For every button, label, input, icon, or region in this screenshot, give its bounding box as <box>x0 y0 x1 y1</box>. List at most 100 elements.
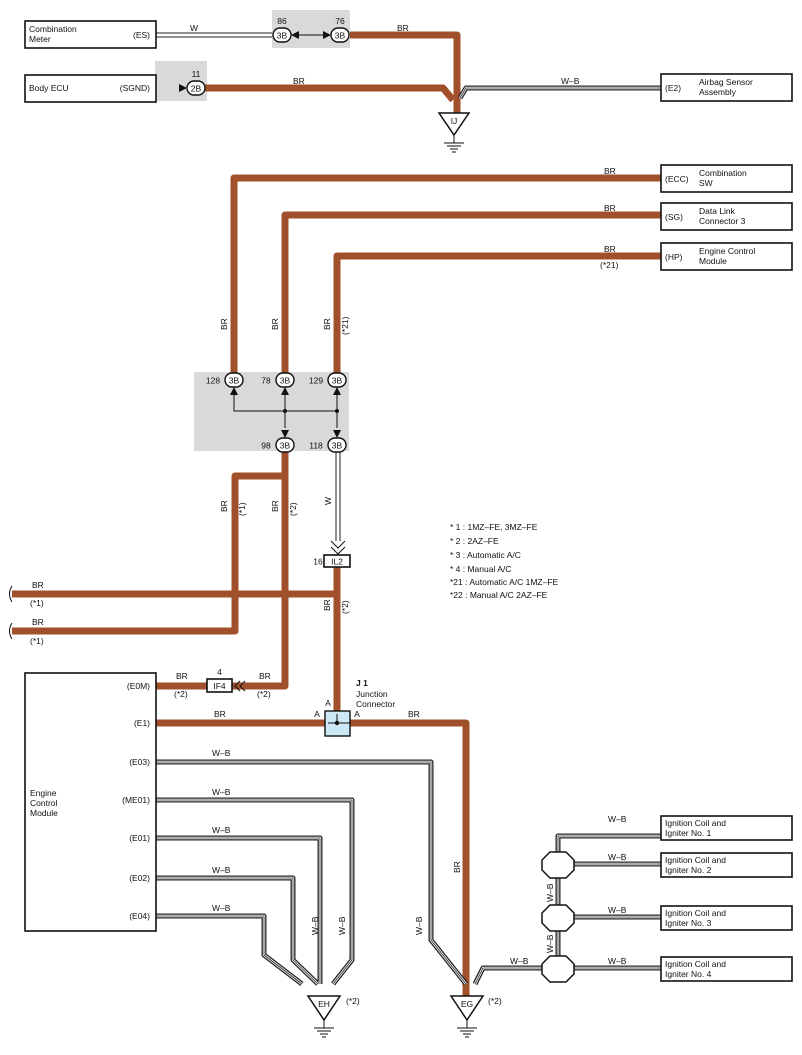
connector-129-pin: 129 <box>309 376 323 386</box>
ecm-top-box <box>660 242 793 271</box>
ecm-main-name-3: Module <box>30 808 58 818</box>
svg-text:W–B: W–B <box>545 934 555 953</box>
ecm-terminal-e03: (E03) <box>129 757 150 767</box>
connector-if4-pin: 4 <box>217 667 222 677</box>
wire-wb <box>154 914 303 985</box>
svg-text:(*21): (*21) <box>340 316 350 335</box>
ecm-top-note: (*21) <box>600 260 619 270</box>
connector-86-pin: 86 <box>277 16 287 26</box>
body-ecu-name: Body ECU <box>29 83 69 93</box>
svg-text:BR: BR <box>214 709 226 719</box>
connector-128-pin: 128 <box>206 376 220 386</box>
ignition-coil-2-box <box>660 852 793 878</box>
wire-br-ecc <box>230 174 661 376</box>
splice-points <box>541 851 575 983</box>
combination-sw-terminal: (ECC) <box>665 174 689 184</box>
connector-98-pin: 98 <box>261 441 271 451</box>
svg-text:BR: BR <box>32 580 44 590</box>
svg-text:W–B: W–B <box>608 852 627 862</box>
svg-text:3B: 3B <box>332 441 343 451</box>
wire-br-76-ij <box>350 31 461 113</box>
connector-11-code: 2B <box>191 84 202 94</box>
svg-text:W–B: W–B <box>608 905 627 915</box>
ignition-coil-3-name-2: Igniter No. 3 <box>665 918 712 928</box>
svg-text:BR: BR <box>259 671 271 681</box>
body-ecu-box <box>24 74 157 103</box>
connector-118 <box>327 437 347 453</box>
legend-item-2: * 2 : 2AZ–FE <box>450 536 499 546</box>
svg-text:(*2): (*2) <box>174 689 188 699</box>
airbag-sensor-terminal: (E2) <box>665 83 681 93</box>
connector-76-code: 3B <box>335 31 346 41</box>
ecm-terminal-e02: (E02) <box>129 873 150 883</box>
svg-text:W–B: W–B <box>212 903 231 913</box>
connector-il2-code: IL2 <box>331 557 343 567</box>
svg-text:3B: 3B <box>332 376 343 386</box>
ground-eg-icon <box>449 995 485 1022</box>
ground-eg-label: EG <box>461 999 473 1009</box>
wire-br-body-ecu <box>205 84 456 103</box>
svg-text:W–B: W–B <box>561 76 580 86</box>
ignition-coil-2-name-2: Igniter No. 2 <box>665 865 712 875</box>
body-ecu-terminal: (SGND) <box>120 83 150 93</box>
wb-wires <box>154 85 661 986</box>
svg-text:BR: BR <box>293 76 305 86</box>
svg-text:W–B: W–B <box>545 883 555 902</box>
ecm-terminal-e1: (E1) <box>134 718 150 728</box>
svg-text:(*1): (*1) <box>237 502 247 516</box>
connector-11-pin: 11 <box>192 69 201 79</box>
ecm-terminal-e04: (E04) <box>129 911 150 921</box>
connector-il2 <box>323 554 351 568</box>
combination-meter-name-2: Meter <box>29 34 51 44</box>
wire-br-98-star1 <box>12 450 289 635</box>
svg-text:BR: BR <box>604 244 616 254</box>
open-ends <box>9 585 13 640</box>
combination-sw-name-1: Combination <box>699 168 747 178</box>
wire-wb <box>154 877 319 985</box>
wire-wb <box>154 761 467 985</box>
ignition-coil-4-name-1: Ignition Coil and <box>665 959 726 969</box>
ignition-coil-4-name-2: Igniter No. 4 <box>665 969 712 979</box>
svg-text:3B: 3B <box>280 441 291 451</box>
ecm-terminal-me01: (ME01) <box>122 795 150 805</box>
ground-eg-note: (*2) <box>488 996 502 1006</box>
svg-text:W–B: W–B <box>212 787 231 797</box>
w-wires <box>156 32 341 541</box>
junction-id: J 1 <box>356 678 368 688</box>
ground-eh-icon <box>306 995 342 1022</box>
wire-br-sg <box>281 211 661 376</box>
wire-wb <box>154 759 468 986</box>
svg-text:(*2): (*2) <box>340 600 350 614</box>
ignition-coil-1-box <box>660 815 793 841</box>
wire-wb <box>154 837 321 984</box>
ecm-main-name-2: Control <box>30 798 58 808</box>
connector-11-arrow <box>179 84 187 92</box>
connectors: 3B 86 3B 76 2B 11 3B 128 3B 78 3B 129 3B… <box>179 16 395 737</box>
junction-name-1: Junction <box>356 689 388 699</box>
connector-78-pin: 78 <box>261 376 271 386</box>
connector-98 <box>275 437 295 453</box>
wire-wb <box>474 967 558 985</box>
br-wires <box>12 31 661 996</box>
svg-text:W–B: W–B <box>212 748 231 758</box>
svg-text:BR: BR <box>397 23 409 33</box>
svg-text:BR: BR <box>604 203 616 213</box>
junction-name-2: Connector <box>356 699 395 709</box>
airbag-sensor-name-1: Airbag Sensor <box>699 77 753 87</box>
svg-text:BR: BR <box>219 500 229 512</box>
ground-eh-note: (*2) <box>346 996 360 1006</box>
ignition-coil-2-name-1: Ignition Coil and <box>665 855 726 865</box>
svg-text:(*1): (*1) <box>30 598 44 608</box>
legend-item-6: *22 : Manual A/C 2AZ–FE <box>450 590 548 600</box>
svg-text:W–B: W–B <box>510 956 529 966</box>
svg-text:BR: BR <box>270 500 280 512</box>
dlc3-terminal: (SG) <box>665 212 683 222</box>
svg-text:BR: BR <box>452 861 462 873</box>
combination-sw-name-2: SW <box>699 178 713 188</box>
svg-text:BR: BR <box>408 709 420 719</box>
ecm-top-terminal: (HP) <box>665 252 683 262</box>
junction-pin-right: A <box>354 709 360 719</box>
wire-labels: W BR BR W–B BR BR BR BR BR BR (*21) BR (… <box>30 23 627 966</box>
